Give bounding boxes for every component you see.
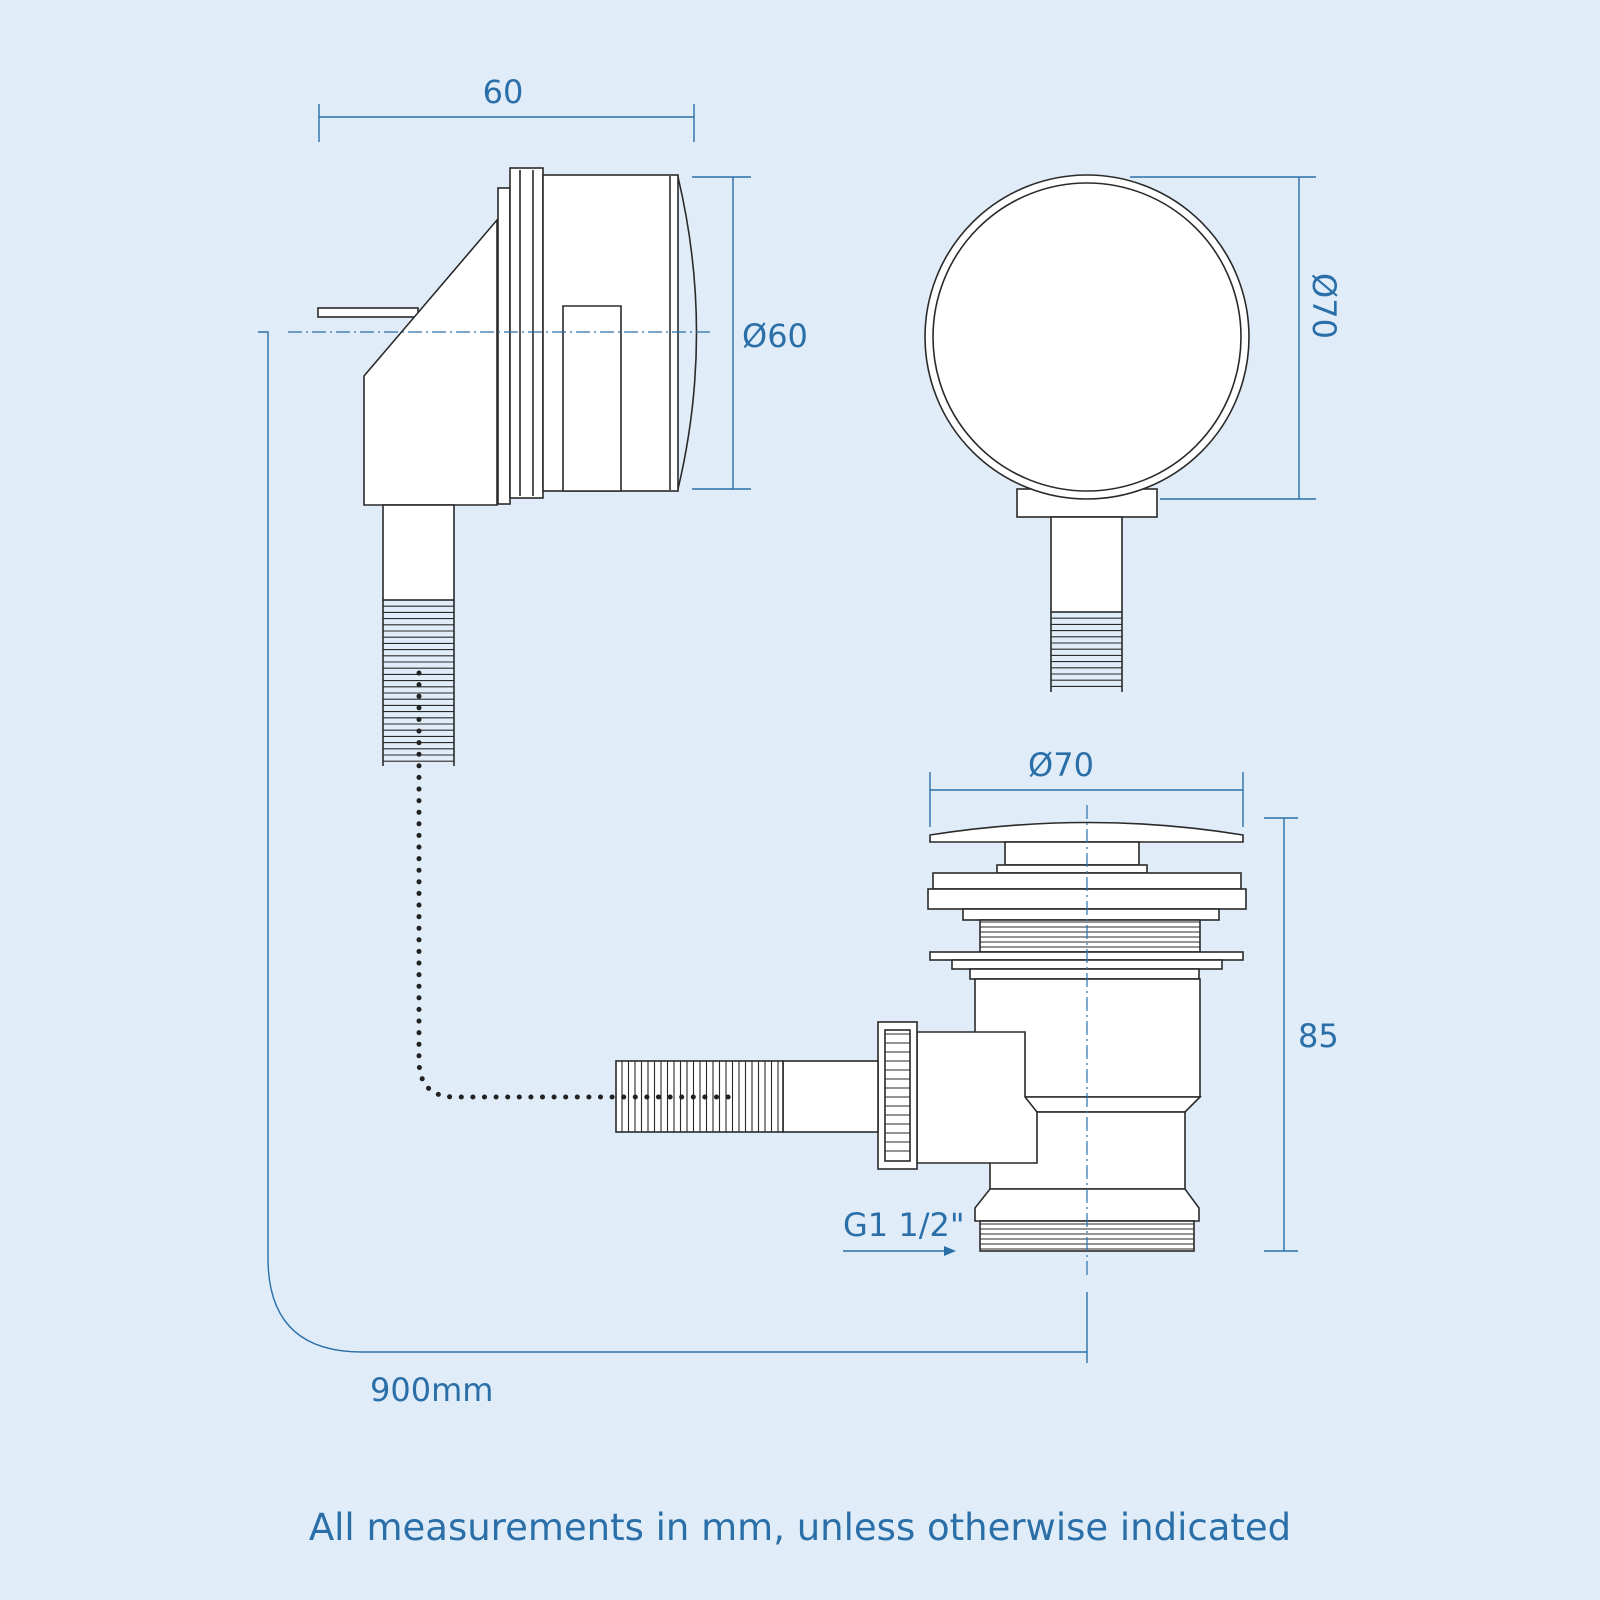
faceplate-diameter-label: Ø70 xyxy=(1305,273,1343,339)
centre-lines xyxy=(288,331,1088,1278)
waste-body-collar xyxy=(969,968,1200,980)
overflow-elbow xyxy=(363,217,498,506)
waste-stem-collar xyxy=(996,864,1148,874)
measurement-note: All measurements in mm, unless otherwise… xyxy=(308,1506,1292,1549)
overflow-slot xyxy=(562,305,622,492)
waste-base-nut xyxy=(974,1188,1200,1222)
overflow-tail-threads xyxy=(383,599,454,762)
front-faceplate xyxy=(924,174,1250,500)
waste-inlet-pipe xyxy=(782,1060,879,1133)
operating-cable xyxy=(416,670,736,1100)
waste-height-label: 85 xyxy=(1298,1017,1339,1055)
overflow-front-view xyxy=(924,174,1250,692)
dim-line-cable-length xyxy=(258,331,1087,1353)
overflow-flange xyxy=(509,167,544,499)
thread-size-label: G1 1/2" xyxy=(843,1206,965,1244)
front-tail-pipe xyxy=(1050,516,1123,613)
overflow-washer xyxy=(497,187,511,505)
thread-arrow-head xyxy=(944,1246,956,1256)
overflow-lever xyxy=(317,307,419,318)
waste-inlet-nut-knurl xyxy=(885,1033,910,1152)
cable-length-label: 900mm xyxy=(370,1371,493,1409)
waste-upper-threads xyxy=(980,921,1200,948)
waste-diameter-label: Ø70 xyxy=(1028,746,1094,784)
waste-washer xyxy=(962,908,1220,921)
overflow-tail-pipe xyxy=(382,504,455,601)
waste-side-inlet xyxy=(916,1031,1038,1164)
waste-inlet-nut-inner xyxy=(884,1029,911,1162)
overflow-diameter-label: Ø60 xyxy=(742,317,808,355)
overflow-dome xyxy=(677,176,698,490)
overflow-side-view xyxy=(317,167,698,766)
front-tail-threads xyxy=(1051,611,1122,687)
overflow-width-label: 60 xyxy=(483,73,524,111)
waste-stem xyxy=(1004,841,1140,866)
dimension-lines xyxy=(258,104,1316,1363)
waste-unit xyxy=(615,821,1247,1252)
front-faceplate-inner xyxy=(932,182,1242,492)
